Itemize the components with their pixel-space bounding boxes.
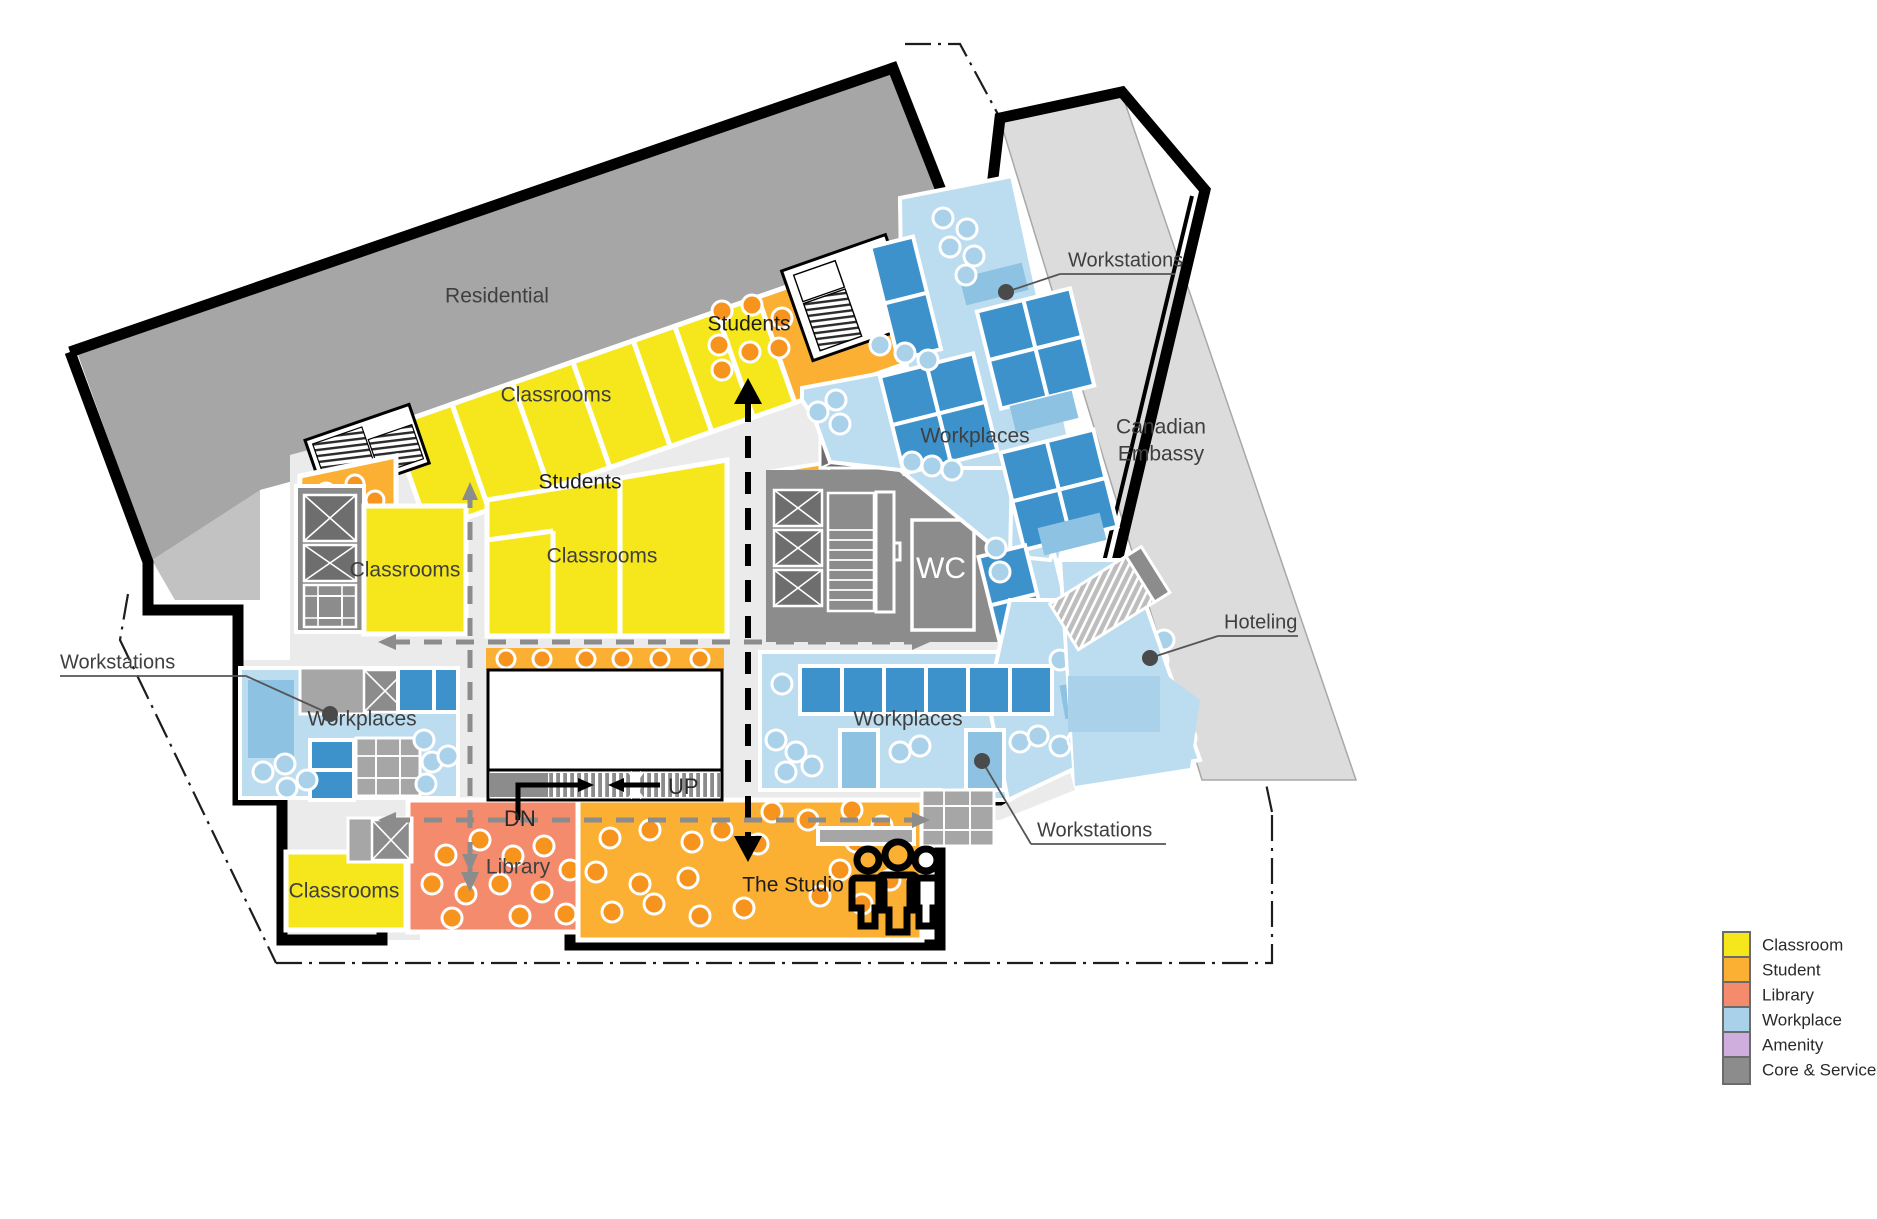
- the-studio-zone: [575, 797, 925, 943]
- service-rooms-center: [874, 490, 902, 614]
- legend-item-amenity[interactable]: Amenity: [1722, 1031, 1824, 1060]
- hoteling-table-ne-3: [1037, 512, 1107, 556]
- legend-item-core-service[interactable]: Core & Service: [1722, 1056, 1876, 1085]
- studio-counter: [816, 826, 916, 846]
- desk-cluster-ne-2: [877, 351, 1000, 477]
- desk-cluster-ne-1: [867, 234, 944, 363]
- desk-strip-west-top: [396, 666, 460, 714]
- label-residential: Residential: [445, 285, 549, 308]
- elevator-west-1: [302, 493, 358, 543]
- legend-label-library: Library: [1762, 985, 1814, 1004]
- label-classrooms-west: Classrooms: [350, 559, 461, 582]
- stair-label-dn: DN: [504, 806, 536, 831]
- hoteling-table-ne-1: [959, 262, 1029, 306]
- workplaces-northeast-zone: [800, 173, 1121, 657]
- hoteling-table-ne-2: [1009, 390, 1079, 434]
- shaft-west: [302, 583, 358, 629]
- callout-hoteling: Hoteling: [1142, 611, 1298, 666]
- callout-workstations-bottom-right: Workstations: [974, 753, 1166, 845]
- callout-workstations-top-right: Workstations: [998, 249, 1183, 300]
- library-dots: [420, 828, 582, 930]
- label-classrooms-center: Classrooms: [547, 545, 658, 568]
- people-group-icon: [848, 838, 946, 936]
- desk-row-west-2: [308, 738, 356, 802]
- callout-workstations-left: Workstations: [60, 651, 338, 722]
- classrooms-west-zone: [361, 503, 469, 637]
- callout-label-workstations-bottom-right: Workstations: [1037, 819, 1152, 841]
- elevator-west-2: [302, 543, 358, 583]
- classrooms-center-zone: [484, 457, 730, 639]
- legend-label-amenity: Amenity: [1762, 1035, 1824, 1054]
- legend-label-student: Student: [1762, 960, 1821, 979]
- desk-cluster-ne-4: [997, 427, 1121, 553]
- desk-cluster-ne-3: [974, 285, 1097, 412]
- label-workplaces-northeast: Workplaces: [920, 425, 1029, 448]
- legend-item-student[interactable]: Student: [1722, 956, 1821, 985]
- desk-block-south-2: [838, 728, 1006, 792]
- stair-direction-arrows: [515, 778, 660, 820]
- legend-label-core-service: Core & Service: [1762, 1060, 1876, 1079]
- label-the-studio: The Studio: [742, 874, 844, 897]
- core-service-southeast: [920, 788, 996, 848]
- stair-east: [1047, 544, 1172, 652]
- legend-item-workplace[interactable]: Workplace: [1722, 1006, 1842, 1035]
- student-dots-north: [707, 293, 794, 382]
- core-service-west: [294, 484, 366, 634]
- hoteling-zone-east: [1047, 544, 1203, 786]
- legend: Classroom Student Library Workplace Amen…: [1722, 931, 1876, 1085]
- elevator-center-stack: [772, 488, 824, 608]
- label-library: Library: [486, 856, 551, 879]
- classrooms-southwest-zone: [283, 816, 414, 933]
- label-students-north: Students: [708, 313, 791, 336]
- circulation-arrows: [378, 378, 930, 892]
- label-classrooms-southwest: Classrooms: [289, 880, 400, 903]
- label-wc: WC: [916, 552, 966, 585]
- label-students-middle: Students: [539, 471, 622, 494]
- seat-dots-ne: [806, 206, 1012, 584]
- hoteling-table-group: [1068, 676, 1160, 732]
- workstation-west-table: [248, 680, 294, 758]
- legend-label-classroom: Classroom: [1762, 935, 1843, 954]
- callout-label-workstations-top-right: Workstations: [1068, 249, 1183, 271]
- wc-room: [910, 518, 976, 632]
- stair-label-up: UP: [668, 774, 699, 799]
- label-workplaces-south: Workplaces: [853, 708, 962, 731]
- elevator-southwest: [370, 818, 412, 862]
- callout-label-workstations-left: Workstations: [60, 651, 175, 673]
- students-band-above-studio: [486, 648, 724, 670]
- desk-row-south: [798, 664, 1054, 716]
- callout-label-hoteling: Hoteling: [1224, 611, 1297, 633]
- legend-item-classroom[interactable]: Classroom: [1722, 931, 1843, 960]
- shaft-west-lower: [354, 736, 422, 798]
- label-canadian-embassy-line1: Canadian: [1116, 416, 1206, 439]
- stair-center: [826, 491, 876, 613]
- label-classrooms-north: Classrooms: [501, 384, 612, 407]
- seat-dots-west: [251, 728, 460, 800]
- label-canadian-embassy-line2: Embassy: [1118, 443, 1205, 466]
- legend-label-workplace: Workplace: [1762, 1010, 1842, 1029]
